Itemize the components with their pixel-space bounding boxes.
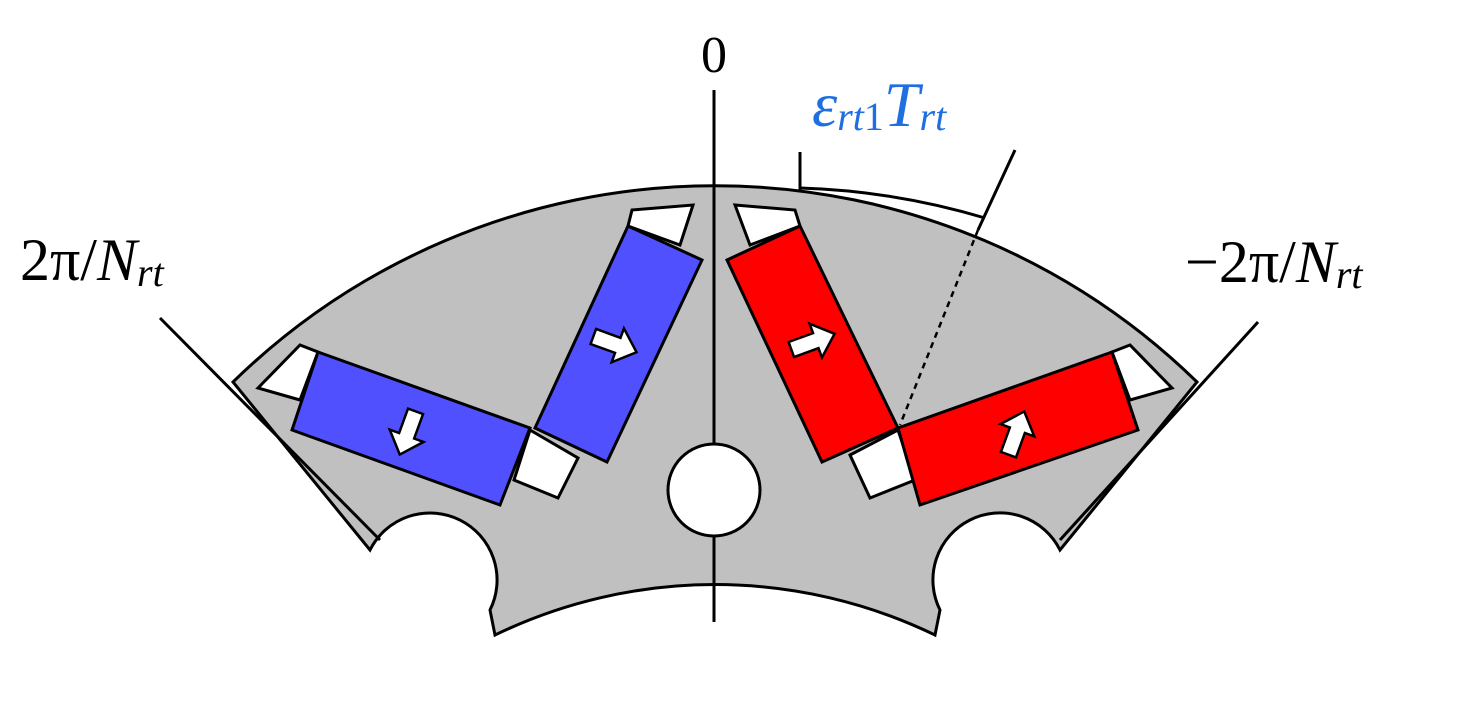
flux-barrier-left-top [626, 203, 696, 247]
axis-line-left [158, 316, 382, 542]
label-zero: 0 [701, 27, 727, 84]
magnetization-arrow-icon [588, 325, 639, 365]
label-right-angle: −2π/Nrt [1185, 229, 1363, 297]
offset-bracket-end [976, 149, 1017, 231]
center-bore [666, 442, 762, 538]
offset-dashed-line [898, 229, 980, 426]
label-offset: εrt1Trt [812, 69, 947, 140]
magnetization-arrow-icon [997, 409, 1037, 460]
axis-line-right [1058, 320, 1260, 542]
offset-bracket-arc [799, 186, 986, 220]
magnetization-arrow-icon [786, 321, 837, 361]
flux-barrier-left-inner [512, 427, 580, 500]
magnetization-arrow-icon [387, 406, 427, 457]
label-left-angle: 2π/Nrt [20, 227, 165, 295]
